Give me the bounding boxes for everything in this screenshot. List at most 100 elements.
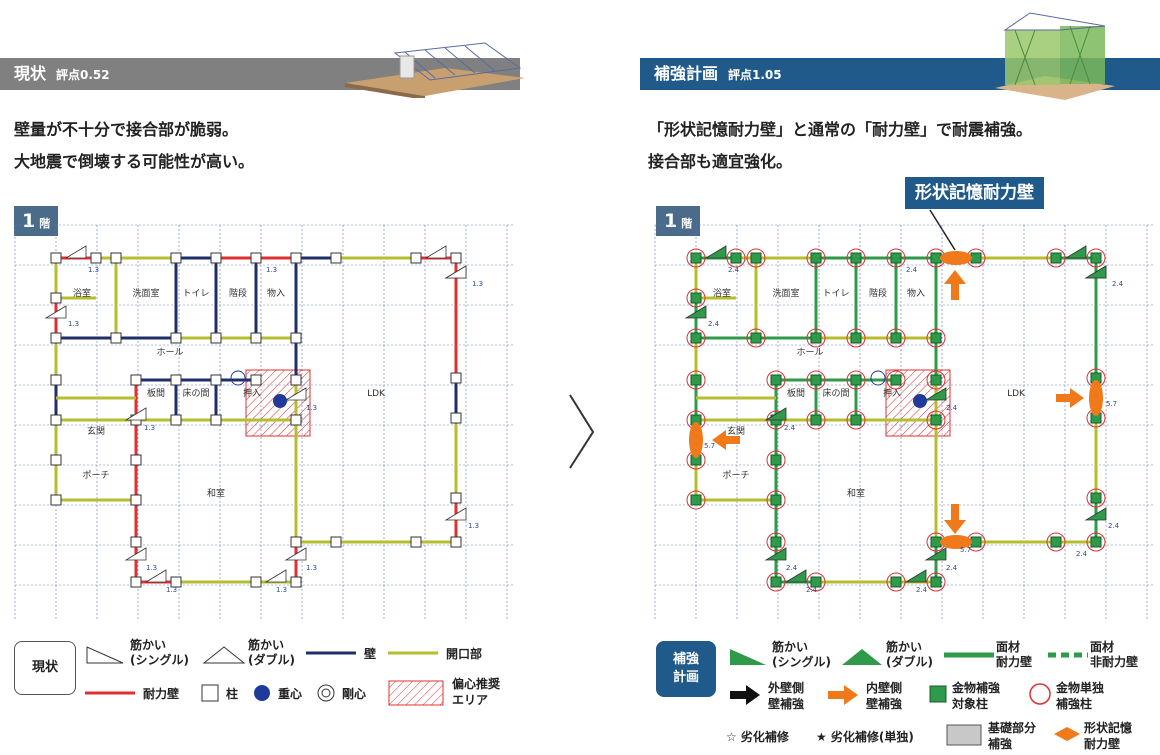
column-hardware xyxy=(1090,492,1102,504)
shape-memory-wall xyxy=(1089,380,1103,416)
column-hardware xyxy=(930,414,942,426)
hardware-ring xyxy=(1086,248,1106,268)
interior-reinforce-arrow-icon xyxy=(828,685,858,705)
column xyxy=(290,374,302,386)
panel-bearing-icon xyxy=(944,652,994,658)
eccentric-area-icon xyxy=(388,680,444,706)
brace-mark xyxy=(784,569,807,583)
center-of-gravity xyxy=(913,394,927,408)
hardware-ring xyxy=(766,370,786,390)
legend-plan-1: 補強 xyxy=(672,652,699,667)
hardware-ring xyxy=(746,248,766,268)
brace-mark xyxy=(444,507,467,521)
value-label: 2.4 xyxy=(906,266,918,274)
value-label: 1.3 xyxy=(266,266,277,274)
value-label: 1.3 xyxy=(468,522,479,530)
rlegend-panel-1: 面材 xyxy=(996,640,1021,654)
column xyxy=(250,332,262,344)
column-hardware xyxy=(890,332,902,344)
hardware-ring xyxy=(806,410,826,430)
center-of-rigidity xyxy=(230,370,246,386)
column xyxy=(170,374,182,386)
hardware-ring xyxy=(766,532,786,552)
hardware-target-icon xyxy=(929,685,947,703)
rlegend-hw-1: 金物補強 xyxy=(952,681,1001,695)
room-label-storage: 物入 xyxy=(267,287,285,299)
shape-memory-wall xyxy=(689,422,703,458)
column-hardware xyxy=(1090,536,1102,548)
hardware-ring xyxy=(1086,532,1106,552)
hardware-ring xyxy=(806,328,826,348)
legend-plan-box: 補強計画 xyxy=(656,641,716,697)
column xyxy=(170,576,182,588)
hardware-ring xyxy=(1086,488,1106,508)
value-label: 2.4 xyxy=(1112,280,1124,288)
hardware-ring xyxy=(746,328,766,348)
column xyxy=(210,332,222,344)
hardware-ring xyxy=(766,490,786,510)
column xyxy=(330,252,342,264)
left-floor-number: 1 xyxy=(22,210,36,232)
column-hardware xyxy=(810,332,822,344)
value-label: 5.7 xyxy=(704,442,715,450)
rlegend-ext-1: 外壁側 xyxy=(768,681,805,695)
column xyxy=(290,252,302,264)
column xyxy=(50,494,62,506)
brace-double-green-icon xyxy=(842,649,882,665)
room-label-toko: 床の間 xyxy=(182,387,209,399)
exterior-reinforce-arrow-icon xyxy=(730,685,760,705)
column xyxy=(170,252,182,264)
column-hardware xyxy=(690,494,702,506)
column xyxy=(330,536,342,548)
column-hardware xyxy=(890,576,902,588)
room-label-genkan: 玄関 xyxy=(727,425,745,437)
room-label-ldk: LDK xyxy=(1007,389,1026,399)
room-label-porch: ポーチ xyxy=(722,470,749,481)
value-label: 2.4 xyxy=(806,586,818,594)
column xyxy=(210,252,222,264)
room-label-wash: 洗面室 xyxy=(772,287,799,299)
legend-opening: 開口部 xyxy=(446,647,483,661)
brace-mark xyxy=(1084,265,1107,279)
column-hardware xyxy=(690,332,702,344)
column-hardware xyxy=(850,374,862,386)
value-label: 2.4 xyxy=(916,586,928,594)
rlegend-degrade-single: ★ 劣化補修(単独) xyxy=(816,730,914,744)
brace-mark xyxy=(904,569,927,583)
hardware-ring xyxy=(686,248,706,268)
column xyxy=(450,372,462,384)
value-label: 1.3 xyxy=(306,404,317,412)
room-label-board: 板間 xyxy=(787,387,805,399)
hardware-ring xyxy=(1046,248,1066,268)
column xyxy=(250,374,262,386)
wall-line-icon xyxy=(306,651,356,655)
rlegend-degrade: ☆ 劣化補修 xyxy=(726,730,789,744)
shape-memory-wall xyxy=(940,251,972,265)
interior-reinforce-arrow xyxy=(944,270,966,300)
column-hardware xyxy=(850,332,862,344)
right-floor-number: 1 xyxy=(664,210,678,232)
room-label-toilet: トイレ xyxy=(822,289,849,299)
bearing-wall-line-icon xyxy=(85,691,135,695)
legend-brace-double: 筋かい xyxy=(248,638,285,652)
room-label-toko: 床の間 xyxy=(822,387,849,399)
column-hardware xyxy=(1090,252,1102,264)
column-hardware xyxy=(930,536,942,548)
hardware-ring xyxy=(846,248,866,268)
column-hardware xyxy=(1050,252,1062,264)
brace-double-icon xyxy=(202,646,246,664)
hardware-ring xyxy=(1046,532,1066,552)
callout-pointer xyxy=(929,209,956,251)
column-hardware xyxy=(810,414,822,426)
column-icon xyxy=(201,684,219,702)
brace-mark xyxy=(64,245,87,259)
legend-cog: 重心 xyxy=(278,687,303,701)
column xyxy=(50,332,62,344)
interior-reinforce-arrow xyxy=(712,430,740,450)
hardware-ring xyxy=(886,572,906,592)
column xyxy=(110,252,122,264)
hardware-ring xyxy=(806,248,826,268)
value-label: 2.4 xyxy=(786,564,798,572)
column xyxy=(50,292,62,304)
room-label-washitsu: 和室 xyxy=(207,487,225,499)
